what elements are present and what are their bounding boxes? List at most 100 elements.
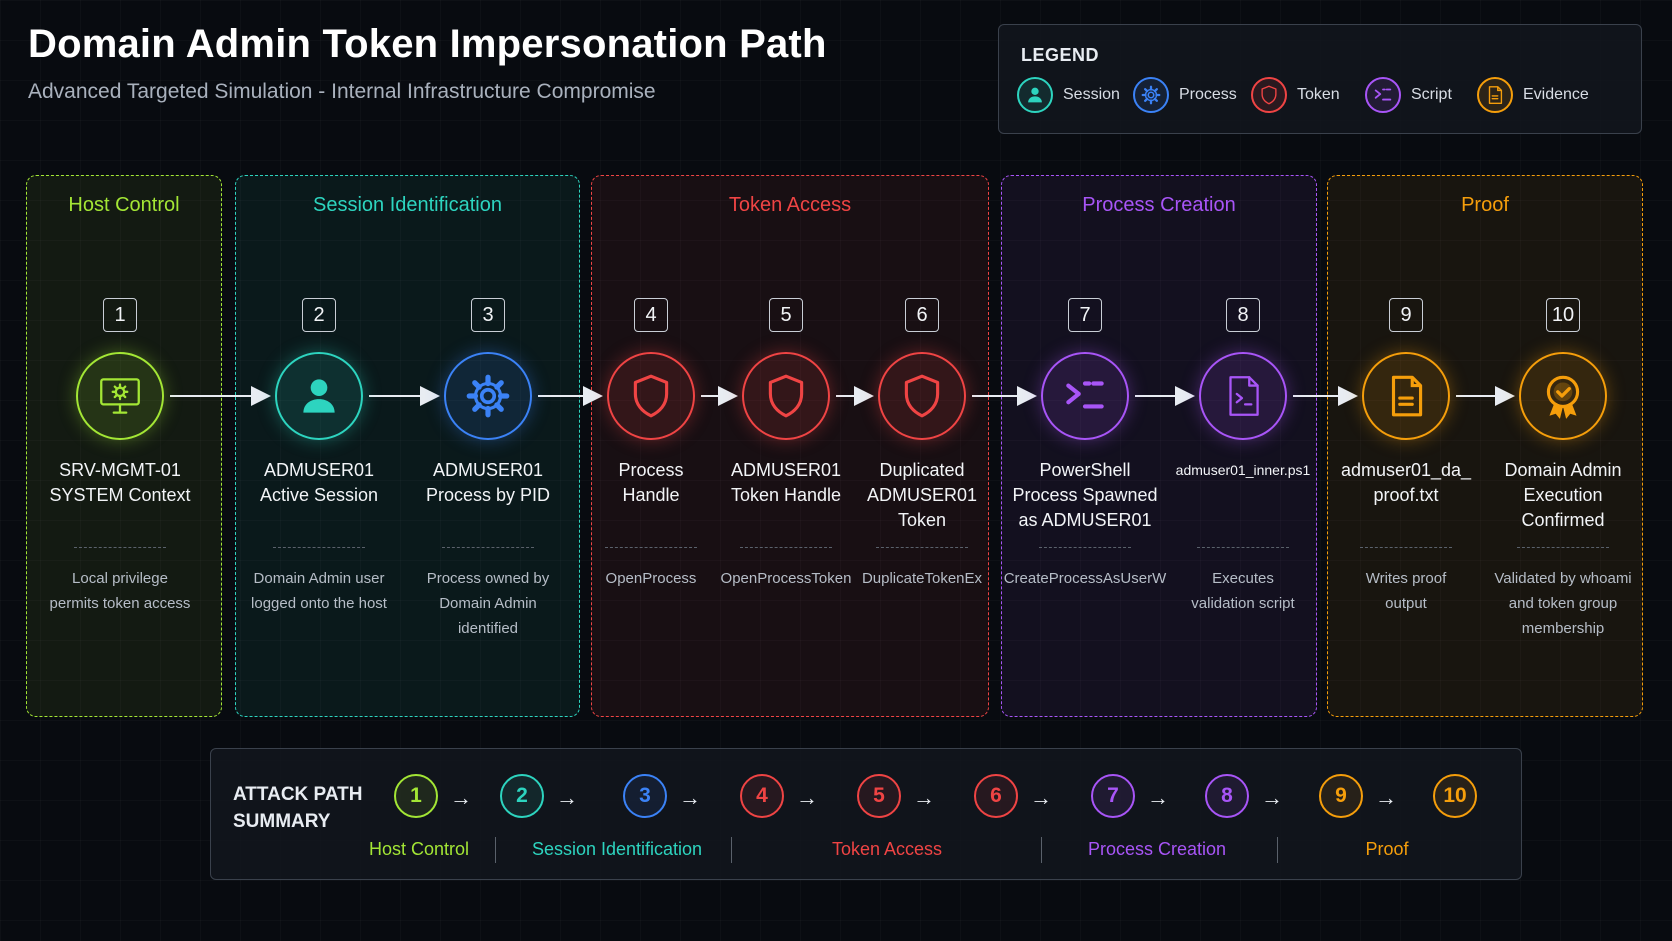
summary-title: ATTACK PATH SUMMARY [233, 781, 383, 835]
step-title: SRV-MGMT-01 SYSTEM Context [49, 460, 191, 505]
phase-session-identification: Session Identification [235, 175, 580, 717]
document-icon [1477, 77, 1513, 113]
summary-step-5: 5 [857, 774, 901, 818]
summary-arrow: → [913, 785, 935, 810]
step-number: 10 [1546, 298, 1580, 332]
summary-phase-label: Token Access [831, 839, 943, 859]
summary-arrow: → [796, 785, 818, 810]
shield-icon [878, 352, 966, 440]
step-number: 7 [1068, 298, 1102, 332]
summary-step-6: 6 [974, 774, 1018, 818]
summary-arrow: → [679, 785, 701, 810]
step-description: CreateProcessAsUserW [1003, 570, 1167, 587]
step-title: ADMUSER01 Process by PID [425, 460, 551, 505]
step-divider [605, 547, 697, 548]
summary-step-7: 7 [1091, 774, 1135, 818]
terminal-icon [1365, 77, 1401, 113]
legend-item-script: Script [1365, 77, 1452, 113]
summary-step-9: 9 [1319, 774, 1363, 818]
step-title: admuser01_da_ proof.txt [1340, 460, 1472, 505]
legend-title: LEGEND [1021, 45, 1100, 65]
document-icon [1362, 352, 1450, 440]
legend-label: Session [1063, 86, 1120, 103]
step-description: Writes proof output [1365, 570, 1447, 612]
phase-token-access: Token Access [591, 175, 989, 717]
phase-label: Token Access [728, 194, 852, 216]
phase-proof: Proof [1327, 175, 1643, 717]
step-number: 8 [1226, 298, 1260, 332]
step-description: Validated by whoami and token group memb… [1494, 570, 1632, 637]
step-divider [1360, 547, 1452, 548]
script-file-icon [1199, 352, 1287, 440]
gear-icon [1133, 77, 1169, 113]
summary-step-1: 1 [394, 774, 438, 818]
page-title: Domain Admin Token Impersonation Path [28, 22, 827, 66]
badge-check-icon [1519, 352, 1607, 440]
legend-item-session: Session [1017, 77, 1120, 113]
user-icon [275, 352, 363, 440]
legend-label: Script [1411, 86, 1452, 103]
summary-phase-label: Proof [1365, 839, 1409, 859]
step-description: Executes validation script [1191, 570, 1295, 612]
step-title: PowerShell Process Spawned as ADMUSER01 [1012, 460, 1158, 530]
legend-label: Evidence [1523, 86, 1589, 103]
summary-phase-label: Session Identification [531, 839, 703, 859]
shield-icon [742, 352, 830, 440]
summary-arrow: → [1147, 785, 1169, 810]
summary-step-2: 2 [500, 774, 544, 818]
summary-step-8: 8 [1205, 774, 1249, 818]
gear-icon [444, 352, 532, 440]
step-title: admuser01_inner.ps1 [1175, 462, 1311, 478]
phase-process-creation: Process Creation [1001, 175, 1317, 717]
legend-item-process: Process [1133, 77, 1237, 113]
step-description: OpenProcess [605, 570, 697, 587]
phase-label: Process Creation [1082, 194, 1236, 216]
step-description: OpenProcessToken [720, 570, 852, 587]
step-description: Domain Admin user logged onto the host [251, 570, 387, 612]
summary-title-text: ATTACK PATH SUMMARY [233, 784, 363, 832]
step-number: 9 [1389, 298, 1423, 332]
step-divider [1517, 547, 1609, 548]
summary-phase-label: Host Control [368, 839, 470, 859]
monitor-gear-icon [76, 352, 164, 440]
summary-arrow: → [1261, 785, 1283, 810]
summary-separator [1041, 837, 1042, 863]
step-title: ADMUSER01 Active Session [259, 460, 379, 505]
shield-icon [607, 352, 695, 440]
summary-separator [495, 837, 496, 863]
step-title: Duplicated ADMUSER01 Token [866, 460, 978, 530]
legend-label: Process [1179, 86, 1237, 103]
summary-arrow: → [1375, 785, 1397, 810]
legend-item-token: Token [1251, 77, 1340, 113]
summary-separator [731, 837, 732, 863]
step-number: 6 [905, 298, 939, 332]
summary-arrow: → [450, 785, 472, 810]
user-icon [1017, 77, 1053, 113]
phase-host-control: Host Control [26, 175, 222, 717]
legend-panel: LEGEND Session Process Token Script Evidence [998, 24, 1642, 134]
attack-path-summary: ATTACK PATH SUMMARY 1→2→3→4→5→6→7→8→9→10… [210, 748, 1522, 880]
step-number: 4 [634, 298, 668, 332]
step-divider [876, 547, 968, 548]
summary-step-10: 10 [1433, 774, 1477, 818]
step-title: ADMUSER01 Token Handle [730, 460, 842, 505]
step-divider [442, 547, 534, 548]
step-divider [1039, 547, 1131, 548]
legend-label: Token [1297, 86, 1340, 103]
step-description: DuplicateTokenEx [861, 570, 983, 587]
step-number: 3 [471, 298, 505, 332]
phase-label: Host Control [68, 194, 180, 216]
step-title: Domain Admin Execution Confirmed [1504, 460, 1622, 530]
summary-separator [1277, 837, 1278, 863]
